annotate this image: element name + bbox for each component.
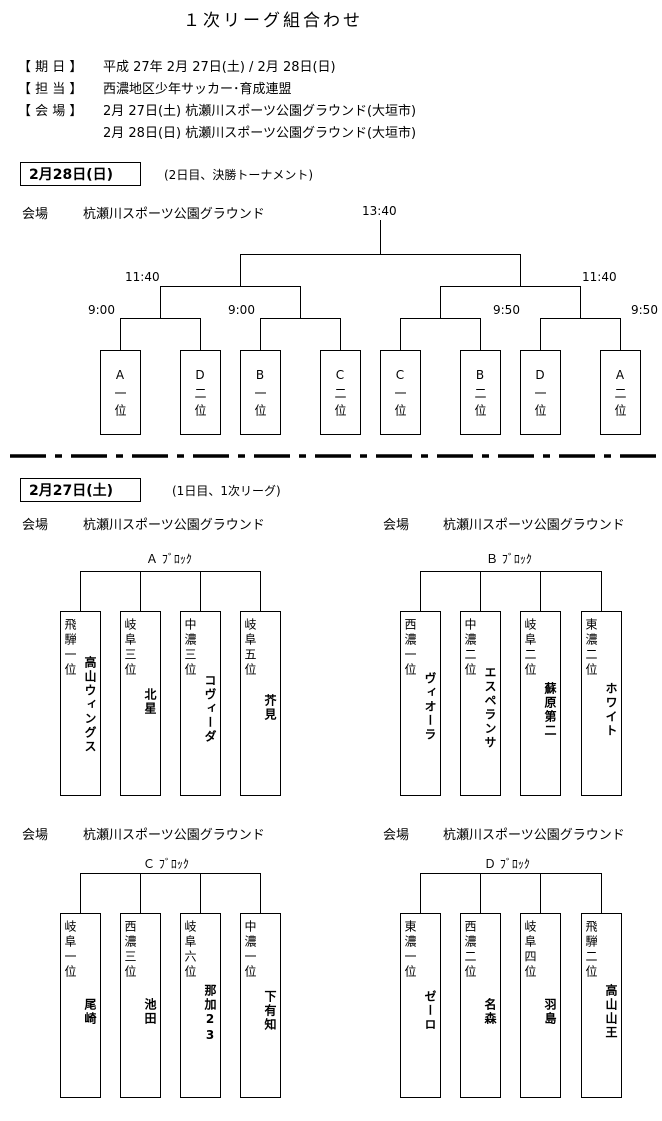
day1-note: (1日目、1次リーグ) [172, 484, 281, 498]
block-d-name: Ｄ ﾌﾞﾛｯｸ [484, 857, 530, 871]
day2-date-box: 2月28日(日) [20, 162, 141, 186]
team-name: 下有知 [263, 990, 277, 1032]
block-c-venue-name: 杭瀬川スポーツ公園グラウンド [83, 828, 265, 843]
venue-label: 【 会 場 】 [18, 104, 83, 119]
team-rank: 中濃二位 [463, 618, 477, 678]
team-rank: 飛騨二位 [584, 920, 598, 980]
team-rank: 中濃一位 [243, 920, 257, 980]
team-name: ヴィオーラ [423, 672, 437, 742]
block-a-venue-label: 会場 [22, 518, 49, 533]
team-name: 那加23 [203, 984, 217, 1044]
team-name: 芥見 [263, 694, 277, 722]
organizer-label: 【 担 当 】 [18, 82, 83, 97]
team-rank: 西濃三位 [123, 920, 137, 980]
slot-label: B二位 [473, 368, 487, 421]
day2-venue-name: 杭瀬川スポーツ公園グラウンド [83, 207, 265, 222]
slot-label: C二位 [333, 368, 347, 421]
team-name: ゼーロ [423, 990, 437, 1032]
team-rank: 西濃二位 [463, 920, 477, 980]
team-name: 尾崎 [83, 998, 97, 1026]
block-b-venue-name: 杭瀬川スポーツ公園グラウンド [443, 518, 625, 533]
team-name: ホワイト [604, 682, 618, 738]
day1-date-box: 2月27日(土) [20, 478, 141, 502]
team-rank: 西濃一位 [403, 618, 417, 678]
block-b-name: Ｂ ﾌﾞﾛｯｸ [486, 552, 532, 566]
block-b-venue-label: 会場 [383, 518, 410, 533]
team-rank: 中濃三位 [183, 618, 197, 678]
team-rank: 岐阜六位 [183, 920, 197, 980]
team-name: 羽島 [543, 998, 557, 1026]
team-name: 名森 [483, 998, 497, 1026]
slot-label: D二位 [193, 368, 207, 421]
team-name: 池田 [143, 998, 157, 1026]
time-quarter-1: 9:00 [88, 303, 115, 317]
team-name: エスペランサ [483, 666, 497, 750]
day2-venue-label: 会場 [22, 207, 49, 222]
block-a-venue-name: 杭瀬川スポーツ公園グラウンド [83, 518, 265, 533]
team-rank: 東濃一位 [403, 920, 417, 980]
team-rank: 岐阜一位 [63, 920, 77, 980]
team-rank: 岐阜四位 [523, 920, 537, 980]
team-rank: 東濃二位 [584, 618, 598, 678]
date-label: 【 期 日 】 [18, 60, 83, 75]
slot-label: D一位 [533, 368, 547, 421]
team-name: コヴィーダ [203, 674, 217, 744]
venue-line-day1: 2月 27日(土) 杭瀬川スポーツ公園グラウンド(大垣市) [103, 104, 417, 119]
block-c-venue-label: 会場 [22, 828, 49, 843]
team-rank: 岐阜三位 [123, 618, 137, 678]
block-c-name: Ｃ ﾌﾞﾛｯｸ [143, 857, 189, 871]
date-value: 平成 27年 2月 27日(土) / 2月 28日(日) [103, 60, 336, 75]
time-final: 13:40 [362, 204, 397, 218]
time-semi-right: 11:40 [582, 270, 617, 284]
slot-label: A一位 [113, 368, 127, 421]
team-rank: 飛騨一位 [63, 618, 77, 678]
block-d-venue-label: 会場 [383, 828, 410, 843]
time-quarter-2: 9:00 [228, 303, 255, 317]
slot-label: C一位 [393, 368, 407, 421]
team-name: 蘇原第二 [543, 682, 557, 738]
block-a-name: Ａ ﾌﾞﾛｯｸ [146, 552, 192, 566]
team-rank: 岐阜五位 [243, 618, 257, 678]
page-title: １次リーグ組合わせ [183, 11, 363, 31]
time-quarter-4: 9:50 [631, 303, 658, 317]
time-quarter-3: 9:50 [493, 303, 520, 317]
slot-label: B一位 [253, 368, 267, 421]
team-name: 高山ウィングス [83, 656, 97, 754]
organizer-value: 西濃地区少年サッカー･育成連盟 [103, 82, 292, 97]
team-rank: 岐阜二位 [523, 618, 537, 678]
time-semi-left: 11:40 [125, 270, 160, 284]
block-d-venue-name: 杭瀬川スポーツ公園グラウンド [443, 828, 625, 843]
team-name: 高山山王 [604, 984, 618, 1040]
venue-line-day2: 2月 28日(日) 杭瀬川スポーツ公園グラウンド(大垣市) [103, 126, 417, 141]
slot-label: A二位 [613, 368, 627, 421]
day2-note: (2日目、決勝トーナメント) [164, 168, 313, 182]
team-name: 北星 [143, 688, 157, 716]
